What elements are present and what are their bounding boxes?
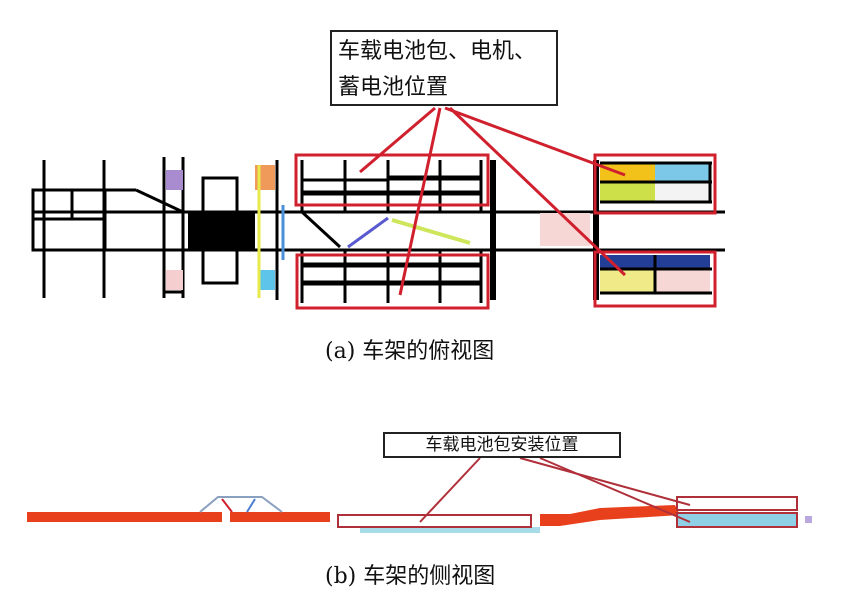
motor-block [188,212,255,250]
callout-line-1: 车载电池包、电机、 [338,39,537,64]
battery-pack-upper [294,153,490,212]
auxiliary-battery-upper [593,153,717,215]
side-view-caption: (b) 车架的侧视图 [325,564,496,589]
callout-leader-lines-b [419,457,691,523]
top-view-callout: 车载电池包、电机、 蓄电池位置 [330,30,558,106]
side-view-callout: 车载电池包安装位置 [383,432,621,458]
side-battery-pack [337,514,532,528]
battery-pack-lower [295,250,490,310]
callout-line-2: 蓄电池位置 [338,75,449,100]
side-view-frame [27,496,812,533]
callout-leader-lines-a [359,106,627,296]
top-view-caption: (a) 车架的俯视图 [325,339,495,364]
auxiliary-battery-lower [593,250,717,308]
